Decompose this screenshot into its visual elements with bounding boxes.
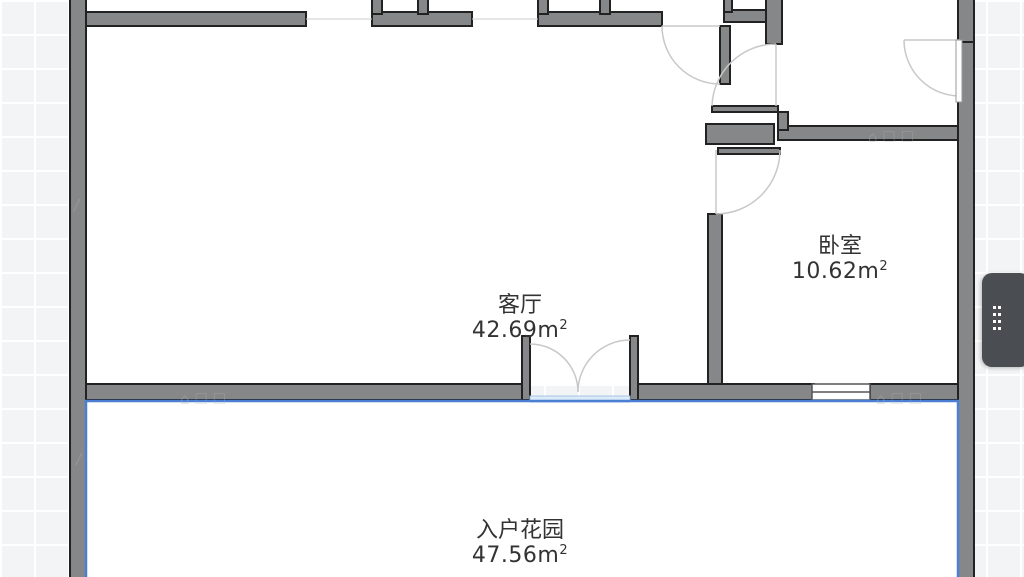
wall-top-1 <box>85 11 307 27</box>
wall-bedroom-left <box>707 213 723 401</box>
door-swing-bedroom <box>715 149 781 215</box>
wall-outer-right <box>957 0 975 577</box>
room-floors <box>86 0 966 577</box>
wall-topright-room-right <box>957 0 975 43</box>
wall-top-stub-3 <box>537 0 549 15</box>
door-swings <box>529 25 961 393</box>
wall-living-bottom-right <box>869 383 959 401</box>
entry-garden-selection[interactable] <box>84 399 960 577</box>
wall-corridor-thin-2 <box>717 147 781 155</box>
wall-living-bottom-mid <box>635 383 815 401</box>
door-swing-top <box>661 25 721 85</box>
door-leaf-topright <box>955 39 963 103</box>
window-bedroom <box>811 383 871 401</box>
door-swing-garden-left <box>577 339 631 393</box>
door-swing-garden-right <box>529 343 579 393</box>
door-jamb-left <box>521 335 531 401</box>
wall-top-stub-2 <box>417 0 429 15</box>
door-swing-corridor <box>711 43 777 107</box>
wall-top-right-stub <box>723 0 733 13</box>
wall-bedroom-top-stub <box>777 111 789 131</box>
door-jamb-right <box>629 335 639 401</box>
wall-outer-left <box>69 0 87 577</box>
door-swing-topright <box>903 39 961 97</box>
wall-corridor-thin-1 <box>711 105 779 113</box>
wall-vertical-left-door <box>719 25 731 85</box>
wall-corridor-stub <box>705 123 775 145</box>
wall-top-stub-1 <box>371 0 383 15</box>
wall-living-bottom-left <box>85 383 531 401</box>
wall-top-right-post <box>765 0 783 45</box>
grip-lines-icon <box>982 273 1024 367</box>
wall-top-stub-4 <box>599 0 611 15</box>
wall-bedroom-top <box>777 125 959 141</box>
side-panel-handle[interactable] <box>982 273 1024 367</box>
